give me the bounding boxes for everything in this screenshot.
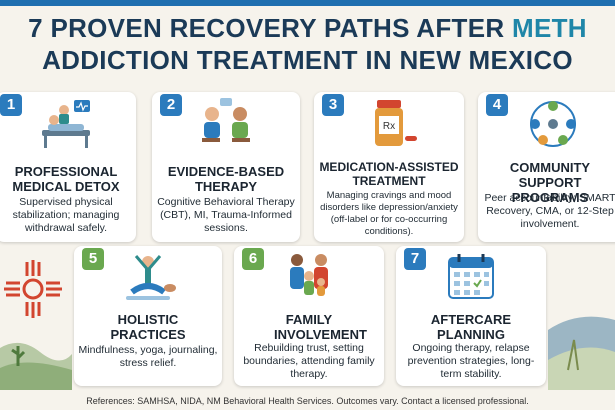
references-footer: References: SAMHSA, NIDA, NM Behavioral … — [86, 396, 529, 406]
page-title: 7 PROVEN RECOVERY PATHS AFTER METH ADDIC… — [0, 12, 615, 76]
path-card-1: 1 Professional Medical Detox Supervised … — [0, 92, 136, 242]
path-card-7: 7 Aftercare Planning Ongoing therapy, re… — [396, 246, 546, 386]
path-description: Cognitive Behavioral Therapy (CBT), MI, … — [157, 196, 295, 234]
path-description: Supervised physical stabilization; manag… — [12, 196, 120, 234]
path-description: Managing cravings and mood disorders lik… — [320, 190, 458, 237]
yoga-icon — [126, 255, 176, 300]
path-description: Mindfulness, yoga, journaling, stress re… — [78, 344, 218, 369]
family-icon — [290, 254, 328, 296]
path-card-5: 5 Holistic Practices Mindfulness, yoga, … — [74, 246, 222, 386]
therapy-session-icon — [202, 98, 250, 142]
path-number-badge: 7 — [404, 248, 426, 270]
path-card-3: 3 Rx Medication-Assisted Treatment Manag… — [314, 92, 464, 242]
path-number-badge: 6 — [242, 248, 264, 270]
path-number-badge: 2 — [160, 94, 182, 116]
path-card-2: 2 Evidence-Based Therapy Cognitive Behav… — [152, 92, 300, 242]
path-title: Evidence-Based Therapy — [167, 164, 285, 194]
title-line2: ADDICTION TREATMENT IN NEW MEXICO — [42, 45, 573, 75]
path-number-badge: 3 — [322, 94, 344, 116]
path-number-badge: 4 — [486, 94, 508, 116]
path-description: Peer accountability; SMART Recovery, CMA… — [484, 192, 615, 230]
path-title: Medication-Assisted Treatment — [319, 160, 459, 188]
path-description: Rebuilding trust, setting boundaries, at… — [243, 342, 375, 380]
path-card-4: 4 Community Support Programs Peer accoun… — [478, 92, 615, 242]
path-number-badge: 5 — [82, 248, 104, 270]
hospital-bed-icon — [42, 100, 90, 148]
path-title: Community Support Programs — [509, 160, 591, 205]
prescription-bottle-icon: Rx — [375, 100, 417, 146]
title-line1: 7 PROVEN RECOVERY PATHS AFTER — [28, 13, 512, 43]
top-accent-bar — [0, 0, 615, 6]
path-title: Professional Medical Detox — [12, 164, 120, 194]
path-card-6: 6 Family Involvement Rebuilding trust, s… — [234, 246, 384, 386]
path-number-badge: 1 — [0, 94, 22, 116]
path-title: Aftercare Planning — [430, 312, 512, 342]
path-title: Family Involvement — [274, 312, 367, 342]
path-title: Holistic Practices — [110, 312, 186, 342]
zia-sun-icon — [4, 260, 62, 318]
desert-landscape-right — [548, 316, 615, 390]
svg-text:Rx: Rx — [383, 121, 395, 132]
title-accent: METH — [511, 13, 587, 43]
support-circle-icon — [530, 101, 576, 147]
desert-landscape-left — [0, 342, 72, 390]
calendar-icon — [448, 254, 494, 299]
path-description: Ongoing therapy, relapse prevention stra… — [407, 342, 535, 380]
